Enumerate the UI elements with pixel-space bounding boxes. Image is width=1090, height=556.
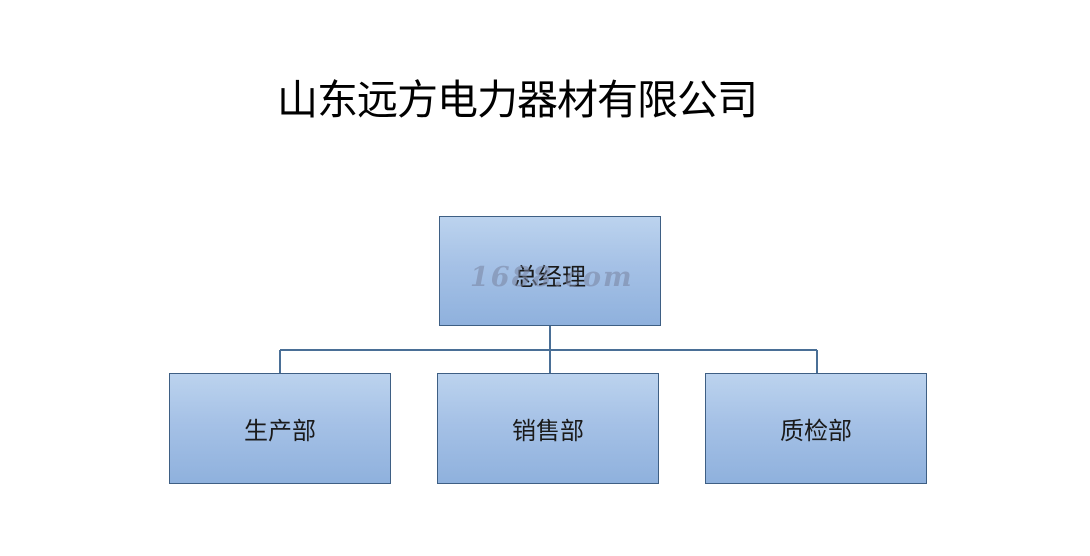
org-node-label: 生产部 bbox=[244, 417, 316, 445]
org-node-label: 质检部 bbox=[780, 417, 852, 445]
org-node-label: 销售部 bbox=[512, 417, 584, 445]
org-node-production: 生产部 bbox=[169, 373, 391, 484]
org-node-label: 总经理 bbox=[514, 263, 586, 291]
page-title: 山东远方电力器材有限公司 bbox=[277, 76, 758, 124]
org-node-sales: 销售部 bbox=[437, 373, 659, 484]
org-node-quality: 质检部 bbox=[705, 373, 927, 484]
org-node-general-manager: 总经理 bbox=[439, 216, 661, 326]
